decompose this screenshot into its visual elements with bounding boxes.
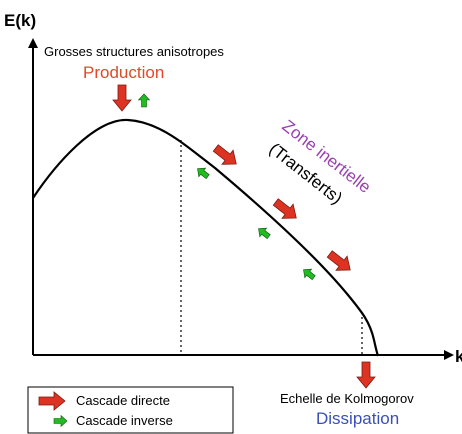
production-label: Production [83,63,164,82]
direct-cascade-arrow-1 [212,144,237,165]
x-axis-label: k [455,347,462,366]
inverse-cascade-arrow-1 [197,167,210,180]
y-axis-label: E(k) [4,11,36,30]
top-note: Grosses structures anisotropes [44,44,224,59]
legend-direct-arrow-icon [38,391,66,411]
direct-cascade-arrow-production [112,84,132,112]
inverse-cascade-arrow-2 [258,227,271,240]
inverse-cascade-arrow-3 [303,268,316,281]
legend-inverse-label: Cascade inverse [76,413,173,428]
legend-inverse-arrow-icon [53,414,68,428]
dissipation-label: Dissipation [316,409,399,428]
direct-cascade-arrow-2 [272,198,297,219]
legend-direct-label: Cascade directe [76,393,170,408]
legend: Cascade directe Cascade inverse [27,386,234,434]
kolmogorov-label: Echelle de Kolmogorov [280,391,414,406]
inverse-cascade-arrow-production [137,93,151,108]
direct-cascade-arrow-dissipation [356,361,376,389]
direct-cascade-arrow-3 [326,250,351,271]
energy-spectrum-curve [32,118,380,357]
